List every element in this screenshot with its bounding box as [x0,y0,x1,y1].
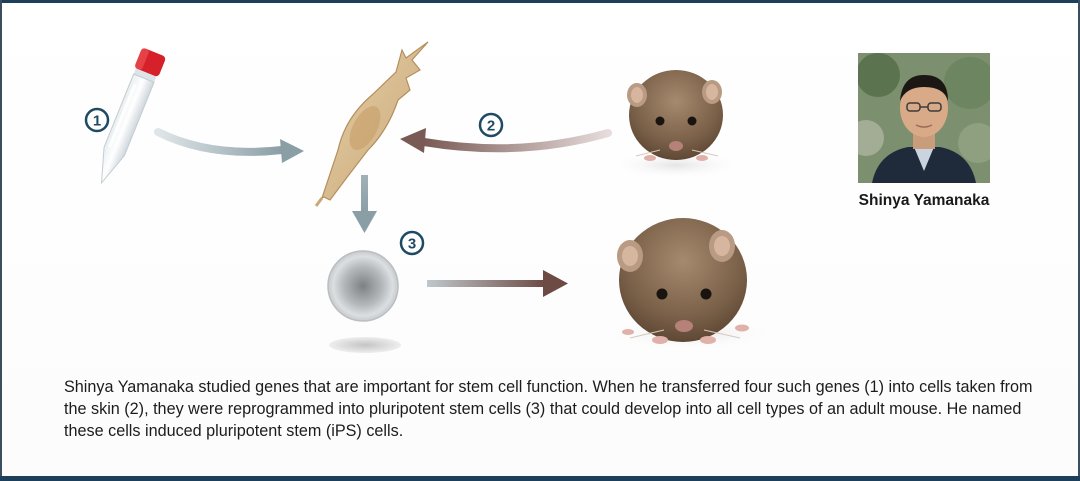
arrow-stem-cell-to-mouse [427,270,568,297]
adult-mouse-small-icon [606,70,746,179]
arrow-genes-to-cell [154,128,304,163]
portrait-photo [858,53,990,183]
step-2-number: 2 [487,118,495,135]
frame-left-border [0,0,2,481]
step-2-badge: 2 [478,112,504,138]
frame-right-border [1078,0,1080,481]
skin-cell-icon [314,41,429,207]
step-3-badge: 3 [399,230,425,256]
step-3-number: 3 [408,236,416,253]
test-tube-icon [100,48,166,185]
ips-stem-cell-icon [327,250,401,353]
figure-caption: Shinya Yamanaka studied genes that are i… [64,378,1033,440]
person-name: Shinya Yamanaka [858,192,990,209]
arrow-mouse-to-cell [400,128,612,153]
frame-bottom-border [0,476,1080,481]
arrow-cell-to-stem-cell [352,175,377,233]
step-1-badge: 1 [84,107,110,133]
adult-mouse-large-icon [602,218,778,350]
frame-top-border [0,0,1080,3]
step-1-number: 1 [93,113,101,130]
